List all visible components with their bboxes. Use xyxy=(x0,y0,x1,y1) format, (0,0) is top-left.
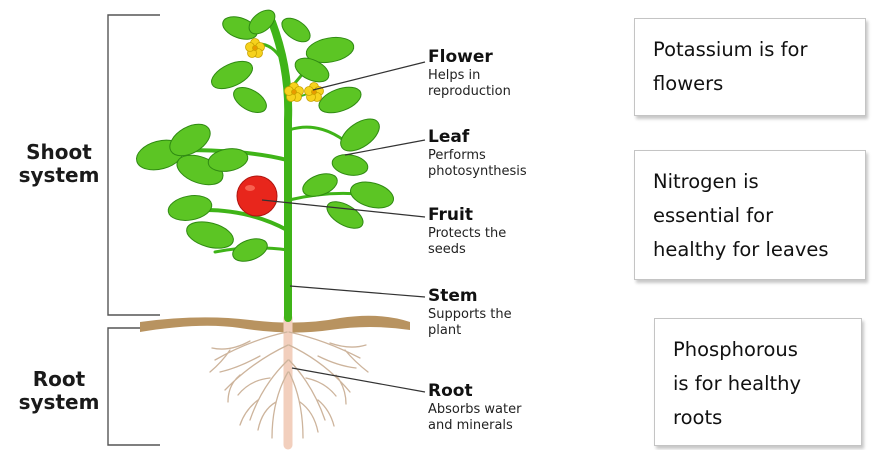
root-label: Root Absorbs water and minerals xyxy=(428,381,521,434)
stem-desc-line1: Supports the xyxy=(428,307,512,323)
potassium-note-line2: flowers xyxy=(653,67,865,101)
phosphorous-note-line2: is for healthy xyxy=(673,367,861,401)
root-system-label: Root system xyxy=(12,368,106,414)
nitrogen-note-line3: healthy for leaves xyxy=(653,233,865,267)
phosphorous-note: Phosphorous is for healthy roots xyxy=(654,318,862,446)
flower-desc-line2: reproduction xyxy=(428,84,511,100)
shoot-system-label-line1: Shoot xyxy=(12,141,106,164)
potassium-note-line1: Potassium is for xyxy=(653,33,865,67)
phosphorous-note-line1: Phosphorous xyxy=(673,333,861,367)
potassium-note: Potassium is for flowers xyxy=(634,18,866,116)
stem-desc-line2: plant xyxy=(428,323,512,339)
phosphorous-note-line3: roots xyxy=(673,401,861,435)
root-title: Root xyxy=(428,381,521,402)
leaf-desc-line1: Performs xyxy=(428,148,527,164)
fruit-label: Fruit Protects the seeds xyxy=(428,205,506,258)
soil-line xyxy=(140,316,410,333)
tomato-fruit xyxy=(237,176,277,216)
flower-label: Flower Helps in reproduction xyxy=(428,47,511,100)
root-desc-line1: Absorbs water xyxy=(428,402,521,418)
fruit-desc-line1: Protects the xyxy=(428,226,506,242)
leaf-desc-line2: photosynthesis xyxy=(428,164,527,180)
root-system-label-line1: Root xyxy=(12,368,106,391)
nitrogen-note-line2: essential for xyxy=(653,199,865,233)
plant-roots xyxy=(210,318,368,445)
root-system-bracket xyxy=(108,328,160,445)
stem-label: Stem Supports the plant xyxy=(428,286,512,339)
shoot-system-label-line2: system xyxy=(12,164,106,187)
leaf-label: Leaf Performs photosynthesis xyxy=(428,127,527,180)
flower-desc-line1: Helps in xyxy=(428,68,511,84)
flower-title: Flower xyxy=(428,47,511,68)
shoot-system-label: Shoot system xyxy=(12,141,106,187)
nitrogen-note-line1: Nitrogen is xyxy=(653,165,865,199)
stem-title: Stem xyxy=(428,286,512,307)
leaf-title: Leaf xyxy=(428,127,527,148)
fruit-highlight xyxy=(245,185,255,191)
root-system-label-line2: system xyxy=(12,391,106,414)
nitrogen-note: Nitrogen is essential for healthy for le… xyxy=(634,150,866,280)
fruit-title: Fruit xyxy=(428,205,506,226)
fruit-desc-line2: seeds xyxy=(428,242,506,258)
root-desc-line2: and minerals xyxy=(428,418,521,434)
